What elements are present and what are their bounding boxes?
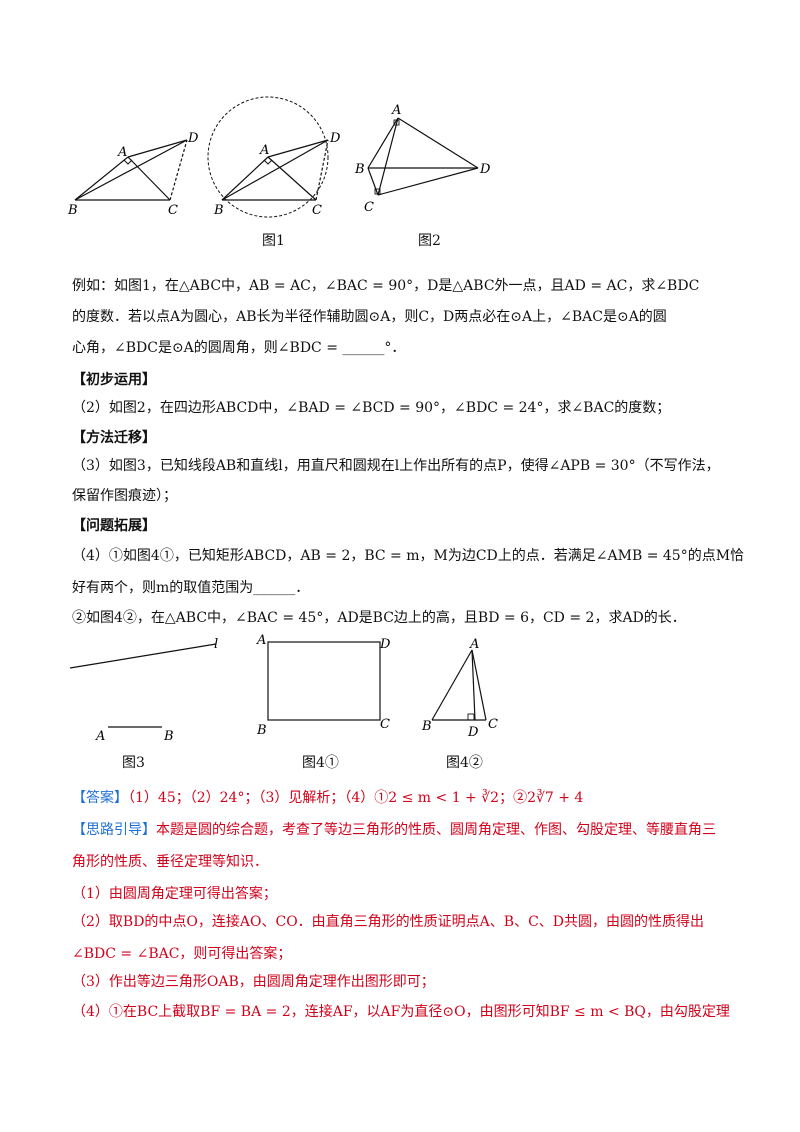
guide-line-4: （2）取BD的中点O，连接AO、CO．由直角三角形的性质证明点A、B、C、D共圆… [72,914,705,930]
figure-4-1-caption: 图4① [302,755,339,771]
problem-line-3: 心角，∠BDC是⊙A的圆周角，则∠BDC = ______°． [72,340,406,356]
fig1-label-c: C [168,203,178,218]
figure-1-circle: A B C D [207,96,341,218]
fig3-label-l: l [214,637,218,652]
figure-3-caption: 图3 [122,755,145,771]
answer-line: 【答案】（1）45；（2）24°；（3）见解析；（4）①2 ≤ m < 1 + … [72,788,583,808]
guide-line-5: ∠BDC = ∠BAC，则可得出答案； [72,946,292,962]
fig1-label-a: A [117,145,127,160]
fig4b-label-d: D [467,725,479,740]
fig4b-label-b: B [421,719,432,734]
fig4a-label-a: A [256,633,266,648]
figure-1-caption: 图1 [262,233,285,249]
guide-line-2: 角形的性质、垂径定理等知识． [72,854,268,870]
fig1c-label-a: A [259,143,269,158]
answer-label: 【答案】 [72,790,128,806]
fig1-label-d: D [187,131,199,146]
guide-line-6: （3）作出等边三角形OAB，由圆周角定理作出图形即可； [72,974,435,990]
figure-1: A B C D [67,131,199,218]
fig4a-label-d: D [379,637,391,652]
fig1c-label-c: C [312,203,322,218]
fig1c-label-d: D [329,131,341,146]
guide-line-1: 【思路引导】本题是圆的综合题，考查了等边三角形的性质、圆周角定理、作图、勾股定理… [72,820,716,840]
problem-line-7: （4）①如图4①，已知矩形ABCD，AB = 2，BC = m，M为边CD上的点… [72,548,745,564]
fig4b-label-c: C [488,717,498,732]
problem-line-1: 例如：如图1，在△ABC中，AB = AC，∠BAC = 90°，D是△ABC外… [72,278,700,294]
problem-line-4: （2）如图2，在四边形ABCD中，∠BAD = ∠BCD = 90°，∠BDC … [72,400,671,416]
guide-label: 【思路引导】 [72,822,156,838]
guide-line-3: （1）由圆周角定理可得出答案； [72,886,277,902]
problem-line-8: 好有两个，则m的取值范围为______． [72,580,310,596]
figure-2-caption: 图2 [418,233,441,249]
figure-3: l A B [69,637,218,744]
fig2-label-c: C [364,200,374,215]
fig1-label-b: B [67,203,78,218]
fig1c-label-b: B [213,203,224,218]
fig3-label-a: A [95,729,105,744]
problem-line-2: 的度数．若以点A为圆心，AB长为半径作辅助圆⊙A，则C，D两点必在⊙A上，∠BA… [72,309,667,325]
section-heading-1: 【初步运用】 [72,372,156,388]
section-heading-3: 【问题拓展】 [72,518,156,534]
problem-line-5: （3）如图3，已知线段AB和直线l，用直尺和圆规在l上作出所有的点P，使得∠AP… [72,458,720,474]
problem-line-9: ②如图4②，在△ABC中，∠BAC = 45°，AD是BC边上的高，且BD = … [72,610,686,626]
fig4a-label-b: B [256,723,267,738]
figure-4-1: A D B C [256,633,391,738]
answer-content: （1）45；（2）24°；（3）见解析；（4）①2 ≤ m < 1 + ∛2；②… [128,790,584,806]
figure-4-2-caption: 图4② [446,755,483,771]
guide-line-7: （4）①在BC上截取BF = BA = 2，连接AF，以AF为直径⊙O，由图形可… [72,1004,730,1020]
problem-line-6: 保留作图痕迹）； [72,488,177,504]
fig2-label-d: D [479,162,491,177]
fig4a-label-c: C [380,717,390,732]
fig4b-label-a: A [469,637,479,652]
section-heading-2: 【方法迁移】 [72,430,156,446]
fig2-label-a: A [391,103,401,118]
fig3-label-b: B [163,729,174,744]
fig2-label-b: B [354,162,365,177]
guide-text-1: 本题是圆的综合题，考查了等边三角形的性质、圆周角定理、作图、勾股定理、等腰直角三 [156,822,716,838]
figure-4-2: A B D C [421,637,498,740]
figure-2: A B C D [354,103,491,215]
